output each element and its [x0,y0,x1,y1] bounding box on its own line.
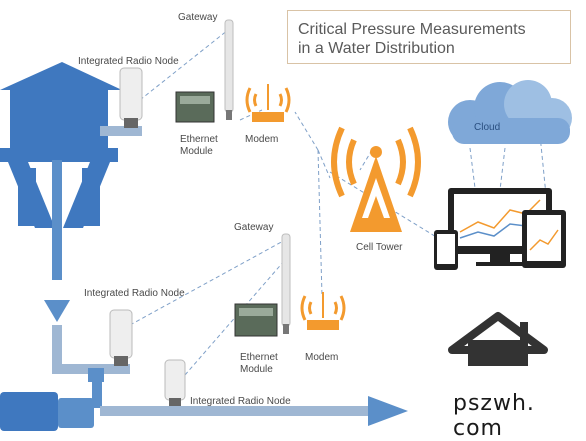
gateway-antenna-top [224,19,234,120]
radio-node-label-top: Integrated Radio Node [78,56,179,67]
radio-node-bottom [164,359,186,406]
ethernet-label-top-1: Ethernet [180,134,218,145]
watermark: pszwh. com [445,388,581,441]
radio-node-mid [109,309,133,366]
cell-tower [331,126,421,232]
title-box: Critical Pressure Measurements in a Wate… [287,10,571,64]
title-line-2: in a Water Distribution [298,40,455,57]
diagram-title: Critical Pressure Measurements in a Wate… [298,20,526,58]
modem-mid [300,292,346,330]
cloud-icon [448,80,572,144]
pump [0,368,104,431]
radio-node-top [119,67,143,128]
radio-node-label-mid: Integrated Radio Node [84,288,185,299]
ethernet-module-mid [234,303,278,337]
watermark-text: pszwh. com [453,391,535,441]
ethernet-label-mid-2: Module [240,364,273,375]
gateway-antenna-mid [281,233,291,334]
ethernet-label-top-2: Module [180,146,213,157]
devices [434,188,566,270]
modem-top [245,84,291,122]
cell-tower-label: Cell Tower [356,242,403,253]
gateway-label-top: Gateway [178,12,218,23]
house-icon [448,312,548,366]
ethernet-module-top [175,91,215,123]
ethernet-label-mid-1: Ethernet [240,352,278,363]
water-tower [0,62,122,228]
water-distribution-diagram [0,19,572,431]
title-line-1: Critical Pressure Measurements [298,21,526,38]
modem-label-mid: Modem [305,352,339,363]
radio-node-label-bottom: Integrated Radio Node [190,396,291,407]
gateway-label-mid: Gateway [234,222,274,233]
modem-label-top: Modem [245,134,279,145]
cloud-label: Cloud [474,122,501,133]
